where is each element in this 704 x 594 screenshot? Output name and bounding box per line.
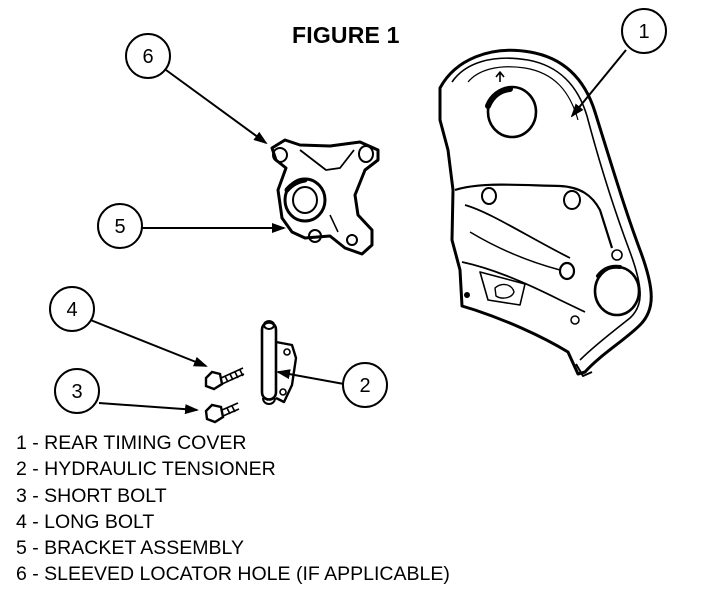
callout-label-4: 4: [66, 299, 77, 321]
bracket-assembly: [270, 138, 380, 256]
callout-circle-2: [342, 362, 388, 408]
legend-item-rear-timing-cover: 1 - REAR TIMING COVER: [16, 432, 247, 454]
callout-circle-1: [621, 8, 667, 54]
callout-label-1: 1: [638, 21, 649, 43]
leader-arrow-4: [87, 318, 208, 367]
leader-arrow-1: [570, 49, 627, 118]
callout-label-2: 2: [359, 375, 370, 397]
parts-legend: 1 - REAR TIMING COVER 2 - HYDRAULIC TENS…: [16, 430, 450, 588]
leader-arrows: [87, 49, 627, 415]
leader-arrow-2: [276, 369, 345, 385]
short-bolt: [204, 402, 240, 424]
callout-circle-4: [49, 286, 95, 332]
callout-label-6: 6: [142, 46, 153, 68]
figure-title: FIGURE 1: [292, 22, 400, 48]
legend-item-short-bolt: 3 - SHORT BOLT: [16, 484, 167, 507]
legend-item-sleeved-locator-hole: 6 - SLEEVED LOCATOR HOLE (IF APPLICABLE): [16, 563, 450, 586]
callout-circle-5: [97, 203, 143, 249]
long-bolt: [204, 367, 245, 391]
hydraulic-tensioner: [260, 320, 298, 405]
callout-label-5: 5: [114, 216, 125, 238]
legend-item-long-bolt: 4 - LONG BOLT: [16, 510, 155, 533]
legend-item-hydraulic-tensioner: 2 - HYDRAULIC TENSIONER: [16, 458, 276, 481]
leader-arrow-6: [165, 69, 268, 145]
callout-label-3: 3: [71, 381, 82, 403]
callout-circle-3: [54, 368, 100, 414]
rear-timing-cover: [438, 48, 653, 377]
callout-circle-6: [125, 33, 171, 79]
leader-arrow-3: [98, 402, 199, 415]
legend-item-bracket-assembly: 5 - BRACKET ASSEMBLY: [16, 537, 244, 560]
